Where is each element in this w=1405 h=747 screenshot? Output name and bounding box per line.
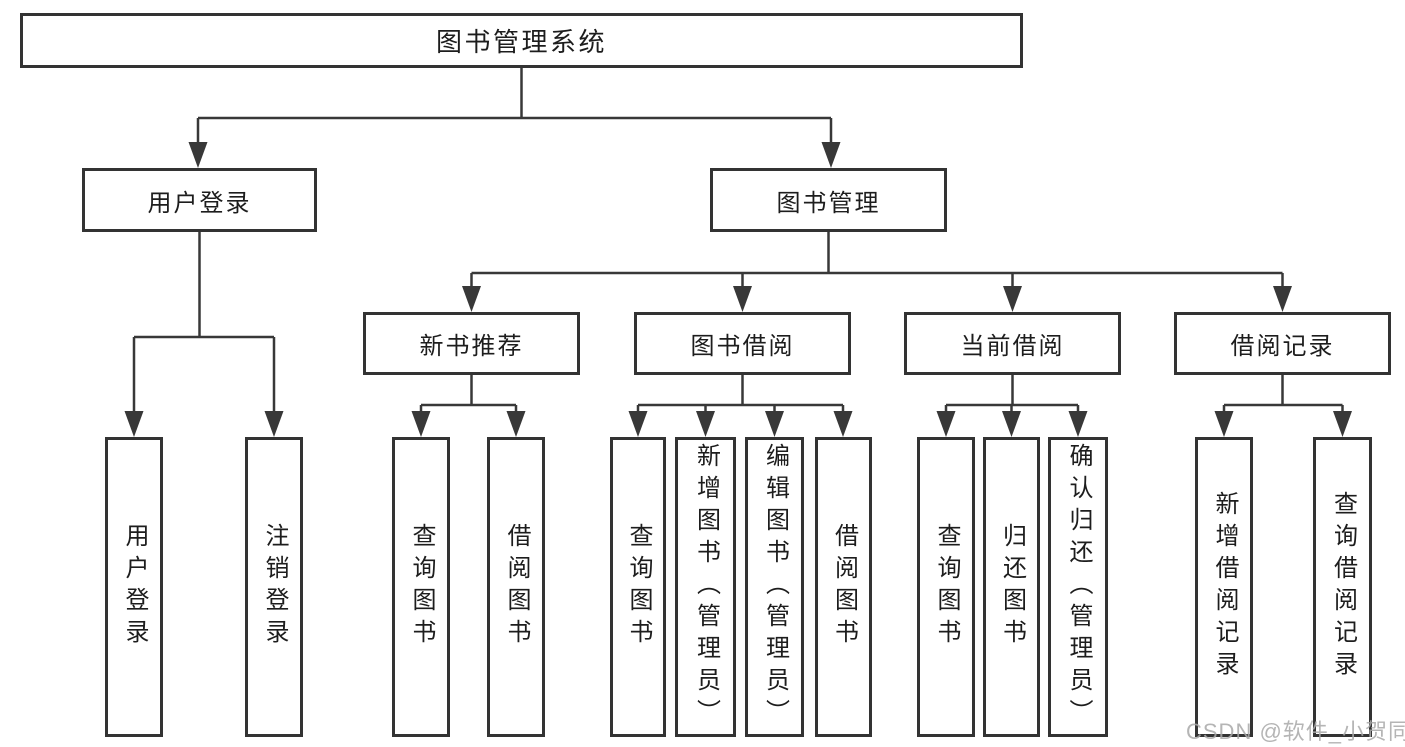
node-label: 查询图书 [625, 523, 652, 651]
leaf-add-books-admin: 新增图书（管理员） [675, 437, 736, 737]
arrowhead-icons [124, 142, 1352, 437]
node-book-borrow: 图书借阅 [634, 312, 851, 375]
leaf-recommend-borrow-books: 借阅图书 [487, 437, 545, 737]
node-label: 用户登录 [147, 189, 252, 217]
node-label: 图书管理系统 [435, 27, 607, 57]
leaf-add-borrow-record: 新增借阅记录 [1195, 437, 1253, 737]
node-label: 借阅图书 [503, 523, 530, 651]
csdn-watermark: CSDN @软件_小贺同学 [1186, 719, 1405, 744]
node-label: 新书推荐 [419, 333, 524, 360]
leaf-borrow-books: 借阅图书 [815, 437, 872, 737]
node-library-system-root: 图书管理系统 [20, 13, 1023, 68]
node-label: 用户登录 [121, 523, 148, 651]
leaf-edit-books-admin: 编辑图书（管理员） [745, 437, 804, 737]
node-label: 查询图书 [933, 523, 960, 651]
leaf-confirm-return-admin: 确认归还（管理员） [1048, 437, 1108, 737]
node-label: 查询借阅记录 [1329, 491, 1357, 683]
node-label: 查询图书 [408, 523, 435, 651]
leaf-return-books: 归还图书 [983, 437, 1040, 737]
node-label: 注销登录 [261, 523, 288, 651]
node-new-book-recommend: 新书推荐 [363, 312, 580, 375]
node-book-management: 图书管理 [710, 168, 947, 232]
node-label: 确认归还（管理员） [1065, 443, 1092, 731]
leaf-current-query-books: 查询图书 [917, 437, 975, 737]
node-label: 新增图书（管理员） [692, 443, 720, 731]
node-label: 借阅记录 [1230, 333, 1335, 360]
node-borrow-records: 借阅记录 [1174, 312, 1391, 375]
node-label: 新增借阅记录 [1211, 491, 1238, 683]
node-current-borrow: 当前借阅 [904, 312, 1121, 375]
node-label: 图书管理 [776, 189, 881, 217]
node-user-login: 用户登录 [82, 168, 317, 232]
node-label: 编辑图书（管理员） [761, 443, 789, 731]
leaf-borrow-query-books: 查询图书 [610, 437, 666, 737]
node-label: 归还图书 [998, 523, 1026, 651]
leaf-user-login: 用户登录 [105, 437, 163, 737]
node-label: 图书借阅 [690, 333, 795, 360]
node-label: 借阅图书 [830, 523, 858, 651]
leaf-recommend-query-books: 查询图书 [392, 437, 450, 737]
node-label: 当前借阅 [960, 333, 1065, 360]
leaf-logout: 注销登录 [245, 437, 303, 737]
leaf-query-borrow-record: 查询借阅记录 [1313, 437, 1372, 737]
